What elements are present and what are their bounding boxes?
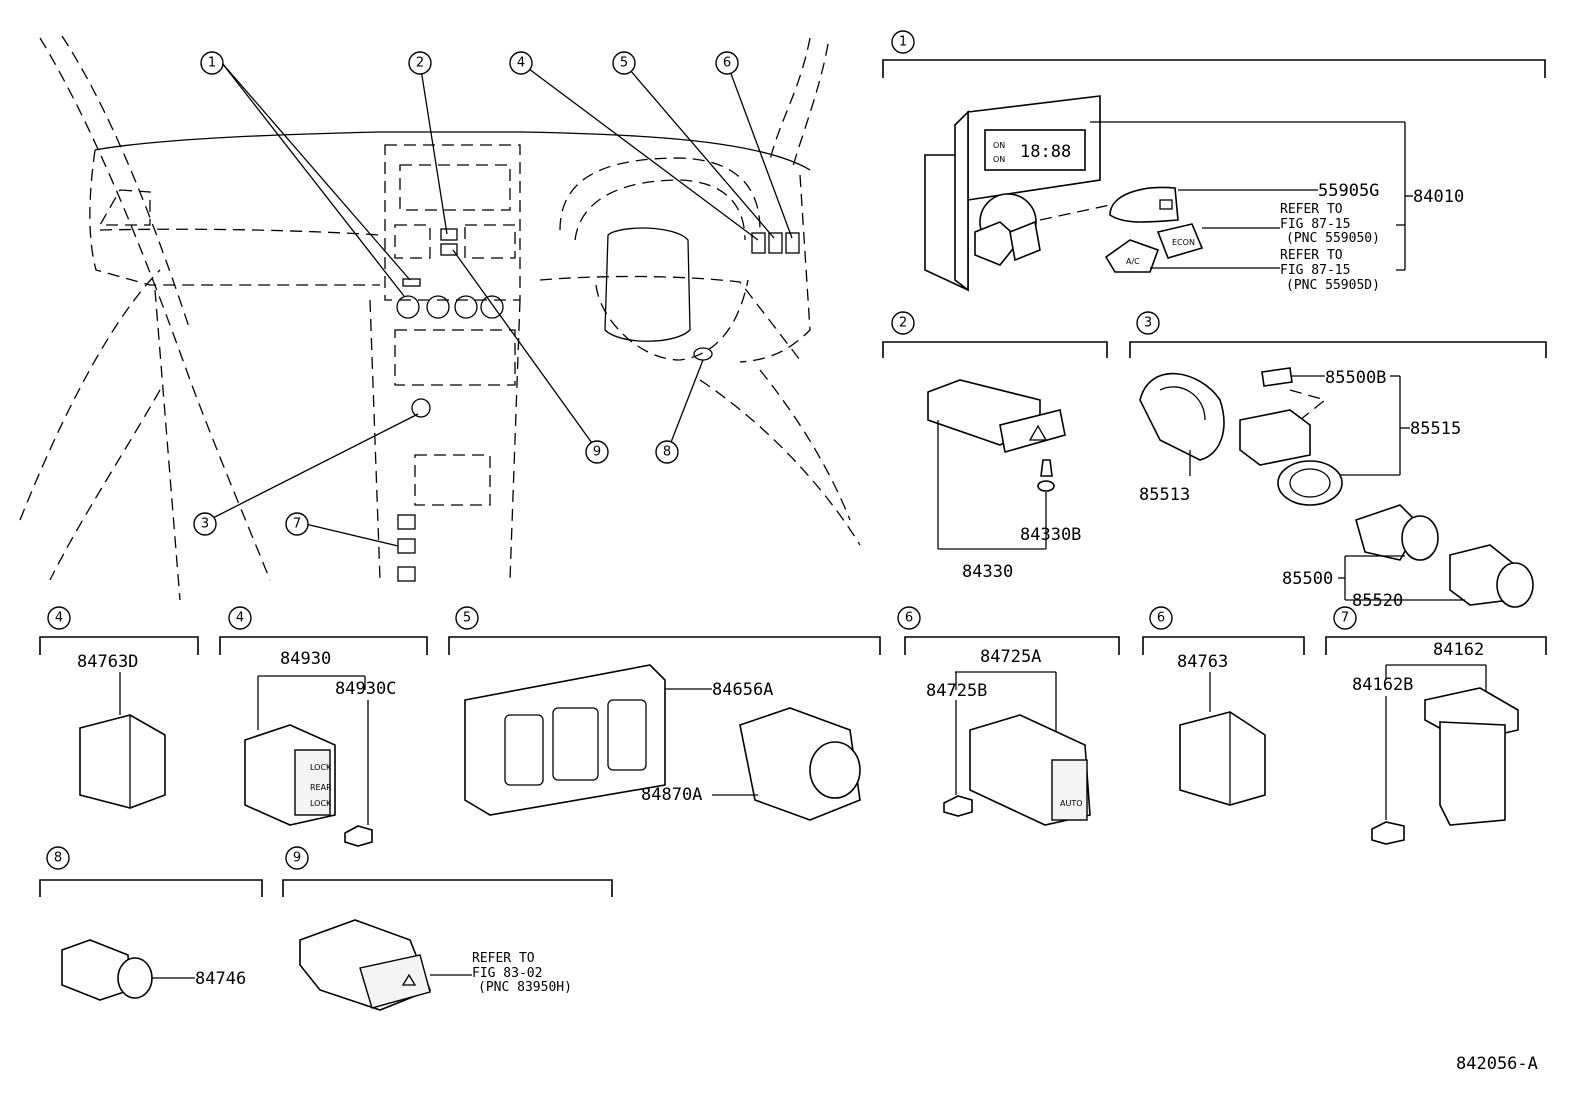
- section-number: 4: [236, 611, 244, 626]
- section-number: 8: [54, 851, 62, 866]
- section-2-hazard-switch: 2 84330B 84330: [882, 311, 1108, 582]
- callout-marker-3: 3: [193, 512, 217, 536]
- section-number: 9: [293, 851, 301, 866]
- part-label-84330: 84330: [962, 562, 1013, 582]
- section-6a-headlight-switch: 6 84725A 84725B AUTO: [897, 606, 1120, 826]
- section-4b-child-lock-switch: 4 84930 84930C LOCK REAR LOCK: [219, 606, 428, 847]
- callout-marker-1: 1: [200, 51, 224, 75]
- part-label-84162b: 84162B: [1352, 675, 1413, 695]
- econ-label: ECON: [1172, 238, 1195, 247]
- section-number: 4: [55, 611, 63, 626]
- part-label-84930c: 84930C: [335, 679, 396, 699]
- refer-line3: (PNC 83950H): [478, 980, 572, 995]
- section-number: 5: [463, 611, 471, 626]
- part-label-84725a: 84725A: [980, 647, 1041, 667]
- dashboard-overview: 1 2 4 5 6 9 8 3 7: [19, 35, 861, 601]
- callout-marker-7: 7: [285, 512, 309, 536]
- section-5-mirror-switch: 5 84656A 84870A: [448, 606, 881, 821]
- refer-b-line1: REFER TO: [1280, 248, 1343, 263]
- part-label-85515: 85515: [1410, 419, 1461, 439]
- callout-marker-9: 9: [585, 440, 609, 464]
- refer-b-line3: (PNC 55905D): [1286, 278, 1380, 293]
- callout-marker-4: 4: [509, 51, 533, 75]
- part-label-85500: 85500: [1282, 569, 1333, 589]
- ac-button: A/C: [1104, 239, 1160, 273]
- section-number: 1: [899, 35, 907, 50]
- callout-marker-6: 6: [715, 51, 739, 75]
- section-1-climate-control: 1 18:88 ON ON A/C ECON: [882, 30, 1546, 293]
- ac-label: A/C: [1126, 257, 1140, 266]
- section-7-rear-fog-switch: 7 84162 84162B: [1325, 606, 1547, 845]
- section-number: 2: [899, 316, 907, 331]
- part-label-85520: 85520: [1352, 591, 1403, 611]
- figure-id: 842056-A: [1456, 1054, 1538, 1074]
- part-label-84725b: 84725B: [926, 681, 987, 701]
- part-label-84763: 84763: [1177, 652, 1228, 672]
- part-label-84656a: 84656A: [712, 680, 773, 700]
- refer-a-line1: REFER TO: [1280, 202, 1343, 217]
- refer-b-line2: FIG 87-15: [1280, 263, 1350, 278]
- part-label-84330b: 84330B: [1020, 525, 1081, 545]
- callout-number: 1: [208, 56, 216, 71]
- callout-number: 8: [663, 445, 671, 460]
- part-label-85513: 85513: [1139, 485, 1190, 505]
- part-label-84763d: 84763D: [77, 652, 138, 672]
- auto-label: AUTO: [1060, 799, 1083, 808]
- section-8-door-courtesy-switch: 8 84746: [39, 846, 263, 1001]
- econ-button: ECON: [1156, 223, 1204, 259]
- section-3-cigarette-lighter: 3 85513 85500B 85515 85500 85520: [1129, 311, 1547, 611]
- section-9-hazard-panel: 9 REFER TO FIG 83-02 (PNC 83950H): [282, 846, 613, 1011]
- callout-number: 5: [620, 56, 628, 71]
- part-label-84930: 84930: [280, 649, 331, 669]
- callout-number: 9: [593, 445, 601, 460]
- lock-label: LOCK: [310, 799, 332, 808]
- defrost-button: [1109, 186, 1179, 223]
- part-label-84870a: 84870A: [641, 785, 702, 805]
- section-6b-blank-cover: 6 84763: [1142, 606, 1305, 806]
- on-label: ON: [993, 141, 1005, 150]
- callout-number: 7: [293, 517, 301, 532]
- callout-marker-8: 8: [655, 440, 679, 464]
- section-number: 6: [1157, 611, 1165, 626]
- refer-line2: FIG 83-02: [472, 966, 542, 981]
- section-number: 6: [905, 611, 913, 626]
- clock-display-text: 18:88: [1020, 142, 1071, 162]
- callout-marker-5: 5: [612, 51, 636, 75]
- refer-a-line3: (PNC 559050): [1286, 231, 1380, 246]
- part-label-55905g: 55905G: [1318, 181, 1379, 201]
- refer-line1: REFER TO: [472, 951, 535, 966]
- part-label-84162: 84162: [1433, 640, 1484, 660]
- lock-label: LOCK: [310, 763, 332, 772]
- part-label-84746: 84746: [195, 969, 246, 989]
- callout-number: 6: [723, 56, 731, 71]
- part-label-85500b: 85500B: [1325, 368, 1386, 388]
- section-number: 3: [1144, 316, 1152, 331]
- on-label: ON: [993, 155, 1005, 164]
- callout-number: 4: [517, 56, 525, 71]
- callout-marker-2: 2: [408, 51, 432, 75]
- section-number: 7: [1341, 611, 1349, 626]
- section-4a-blank-cover: 4 84763D: [39, 606, 199, 809]
- callout-number: 2: [416, 56, 424, 71]
- climate-control-assembly: 18:88 ON ON: [924, 95, 1101, 292]
- callout-number: 3: [201, 517, 209, 532]
- refer-a-line2: FIG 87-15: [1280, 217, 1350, 232]
- rear-label: REAR: [310, 783, 332, 792]
- part-label-84010: 84010: [1413, 187, 1464, 207]
